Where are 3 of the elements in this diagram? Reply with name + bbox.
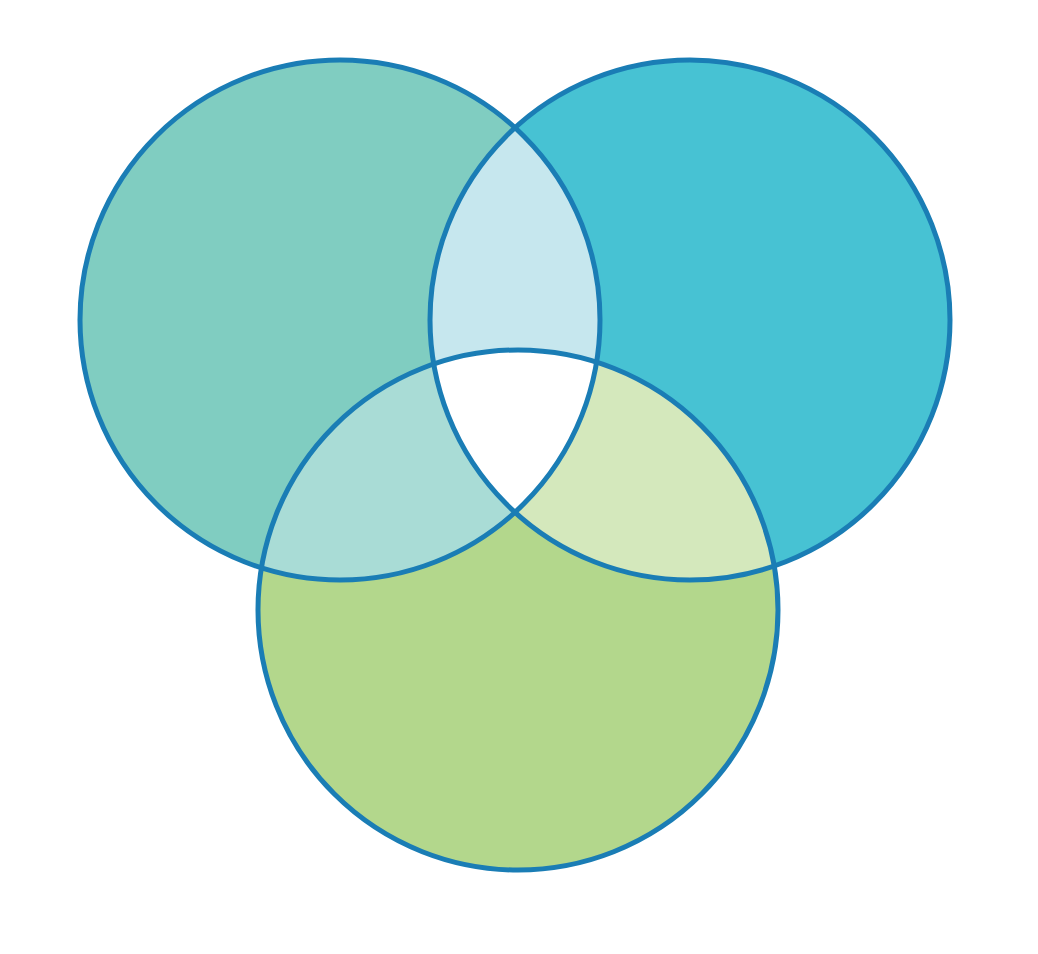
venn-circle (255, 347, 781, 873)
venn-circle (427, 57, 953, 583)
venn-circle (77, 57, 603, 583)
